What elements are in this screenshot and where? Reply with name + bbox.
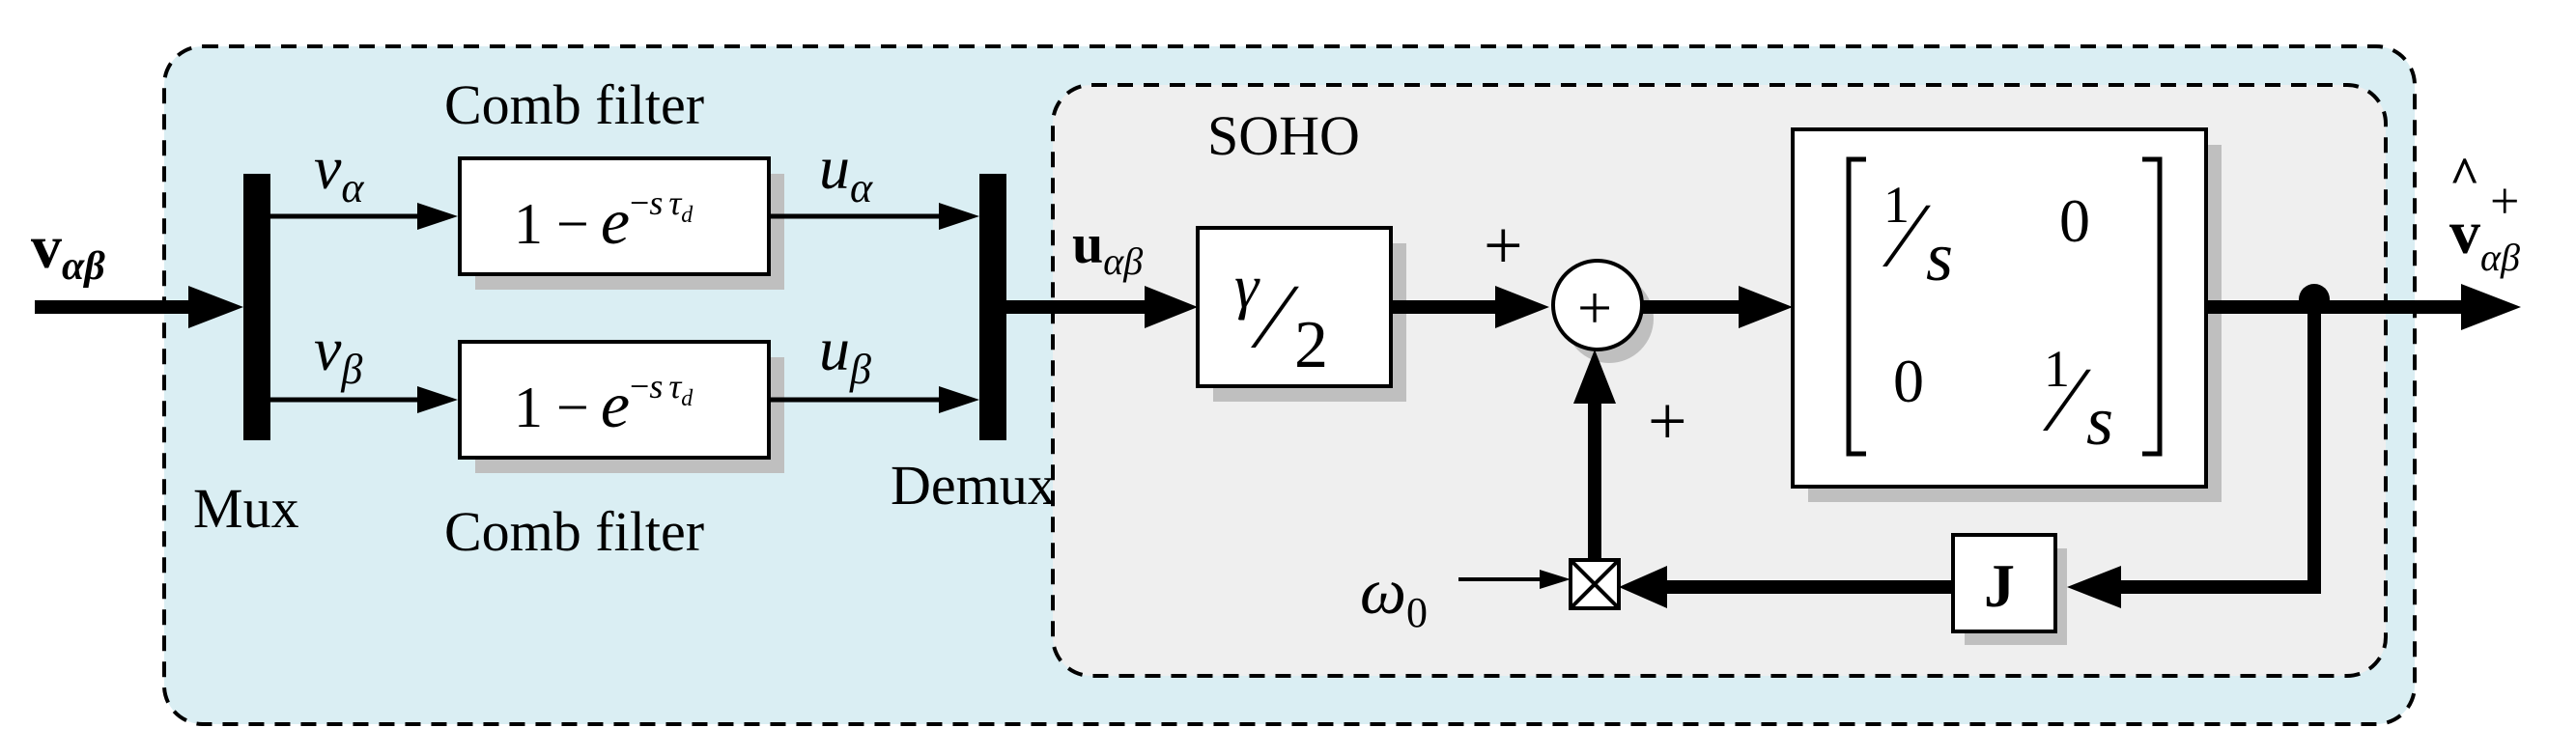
sum-sign-bottom: +	[1648, 382, 1687, 460]
j-block-label: J	[1984, 551, 2015, 620]
v-alpha-arrow	[417, 203, 458, 230]
j-to-mult-arrow	[1619, 566, 1667, 608]
demux-label: Demux	[891, 454, 1056, 517]
gain-to-sum-arrow	[1495, 286, 1549, 328]
u-alpha-arrow	[939, 203, 979, 230]
mult-to-sum-arrow	[1573, 350, 1616, 404]
input-arrow	[188, 286, 243, 328]
gain-block	[1196, 226, 1393, 388]
j-block	[1951, 533, 2057, 633]
gain-num: γ	[1234, 252, 1260, 321]
u-alphabeta-arrow	[1145, 286, 1198, 328]
output-signal-label: vαβ	[2449, 198, 2520, 279]
matrix-a21: 0	[1893, 347, 1924, 415]
gain-den: 2	[1294, 308, 1328, 382]
u-beta-label: uβ	[819, 315, 871, 393]
comb-filter-bottom-label: Comb filter	[444, 500, 704, 563]
feedback-to-j-arrow	[2067, 566, 2121, 608]
output-arrow	[2461, 284, 2521, 330]
v-alpha-label: vα	[314, 133, 364, 211]
matrix-a22-num: 1	[2044, 340, 2070, 398]
soho-label: SOHO	[1207, 104, 1360, 167]
integrator-matrix-block	[1791, 127, 2208, 489]
mux-bar	[243, 174, 270, 440]
matrix-a22-den: s	[2086, 382, 2113, 460]
sum-sign-left: +	[1484, 207, 1523, 284]
demux-bar	[979, 174, 1006, 440]
v-beta-arrow	[417, 386, 458, 413]
mux-label: Mux	[193, 477, 299, 540]
sum-junction-symbol: +	[1577, 273, 1612, 342]
sum-to-matrix-arrow	[1739, 286, 1793, 328]
matrix-a11-den: s	[1926, 218, 1953, 295]
comb-filter-top-block	[458, 156, 771, 276]
omega-label: ω0	[1360, 554, 1428, 636]
input-signal-label: vαβ	[31, 212, 105, 289]
matrix-bracket-right	[2142, 156, 2163, 457]
output-signal-hat: ^	[2449, 147, 2479, 205]
matrix-a11-num: 1	[1883, 176, 1910, 234]
matrix-bracket-left	[1846, 156, 1866, 457]
output-signal-sup: +	[2490, 172, 2519, 230]
u-alpha-label: uα	[819, 133, 873, 211]
u-beta-arrow	[939, 386, 979, 413]
v-beta-label: vβ	[314, 315, 362, 393]
comb-filter-bottom-block	[458, 340, 771, 460]
u-alphabeta-label: uαβ	[1072, 212, 1143, 283]
matrix-a12: 0	[2059, 186, 2090, 255]
multiplier-cross-b	[1569, 558, 1621, 610]
comb-filter-top-label: Comb filter	[444, 73, 704, 136]
omega-arrow	[1540, 570, 1571, 589]
